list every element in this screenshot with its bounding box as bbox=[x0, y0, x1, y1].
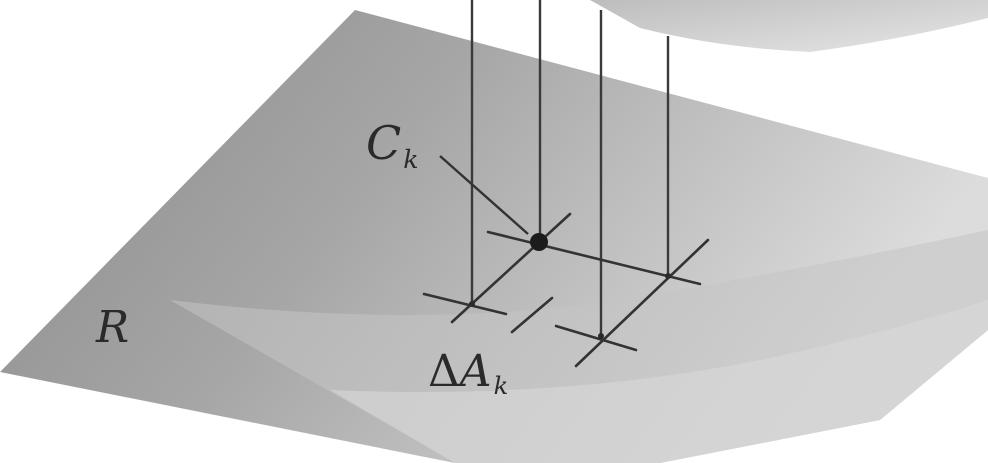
column-label-subscript: k bbox=[403, 144, 419, 174]
area-label: ΔAk bbox=[428, 350, 508, 399]
area-label-delta: Δ bbox=[428, 346, 460, 397]
region-label-text: R bbox=[96, 302, 130, 353]
area-label-subscript: k bbox=[493, 372, 509, 401]
plane-shading-band-2 bbox=[330, 300, 988, 463]
sample-point bbox=[530, 233, 548, 251]
region-label: R bbox=[96, 306, 129, 350]
column-label-leader bbox=[439, 155, 529, 235]
column-label: Ck bbox=[366, 120, 419, 172]
area-label-base: A bbox=[459, 346, 492, 397]
column-edge-lines bbox=[470, 0, 670, 338]
column-label-base: C bbox=[366, 116, 402, 170]
corner-marks bbox=[469, 273, 671, 339]
surface-above bbox=[590, 0, 988, 52]
